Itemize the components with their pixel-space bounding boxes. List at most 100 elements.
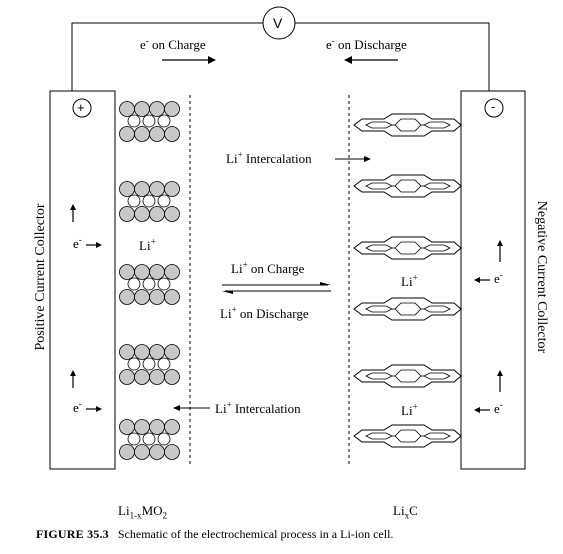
- lithium-ion: [157, 432, 171, 446]
- cathode-intercalation-label: Li+ Intercalation: [215, 399, 301, 416]
- graphene-sheet: [353, 364, 462, 388]
- cathode-lattice: [119, 101, 180, 460]
- electron-charge-label: e- on Charge: [140, 35, 206, 52]
- electron-up-arrow-head: [70, 204, 76, 210]
- external-circuit-wire: [71, 22, 490, 91]
- caption-text: Schematic of the electrochemical process…: [117, 527, 394, 541]
- metal-oxide-atom: [149, 289, 165, 305]
- lithium-ion: [127, 114, 141, 128]
- graphene-sheet: [353, 424, 462, 448]
- metal-oxide-atom: [134, 344, 150, 360]
- positive-current-collector: [49, 90, 116, 470]
- lithium-ion: [142, 194, 156, 208]
- anode-intercalation-arrowhead: [364, 156, 371, 162]
- electron-left-arrow-head: [474, 407, 480, 413]
- metal-oxide-atom: [119, 126, 135, 142]
- graphene-outline: [353, 424, 462, 448]
- metal-oxide-atom: [119, 206, 135, 222]
- cathode-formula: Li1-xMO2: [118, 503, 168, 521]
- figure-caption: FIGURE 35.3 Schematic of the electrochem…: [36, 527, 393, 542]
- electron-up-arrow-head: [497, 370, 503, 376]
- positive-terminal-sign: +: [77, 100, 85, 115]
- positive-terminal: [72, 98, 92, 118]
- metal-oxide-atom: [119, 181, 135, 197]
- metal-oxide-atom: [149, 101, 165, 117]
- electron-up-arrow-head: [497, 240, 503, 246]
- graphene-ring: [423, 182, 451, 190]
- ion-charge-label: Li+ on Charge: [231, 259, 305, 276]
- lithium-ion: [157, 277, 171, 291]
- graphene-outline: [353, 174, 462, 198]
- graphene-outline: [353, 297, 462, 321]
- charge-arrowhead: [208, 56, 216, 64]
- metal-oxide-atom: [119, 344, 135, 360]
- graphene-outline: [353, 236, 462, 260]
- ion-discharge-label: Li+ on Discharge: [220, 304, 309, 321]
- graphene-sheet: [353, 236, 462, 260]
- metal-oxide-atom: [134, 289, 150, 305]
- lithium-ion: [142, 432, 156, 446]
- negative-terminal-sign: -: [491, 99, 496, 114]
- graphene-ring: [423, 305, 451, 313]
- metal-oxide-atom: [164, 101, 180, 117]
- metal-oxide-atom: [164, 264, 180, 280]
- graphene-outline: [353, 113, 462, 137]
- li-ion-label-cathode: Li+: [139, 236, 156, 253]
- metal-oxide-atom: [164, 444, 180, 460]
- metal-oxide-atom: [149, 181, 165, 197]
- metal-oxide-atom: [164, 126, 180, 142]
- lithium-ion: [157, 114, 171, 128]
- lithium-ion: [142, 357, 156, 371]
- lithium-ion: [127, 194, 141, 208]
- anode-graphite-layers: [353, 113, 462, 448]
- metal-oxide-atom: [149, 126, 165, 142]
- graphene-sheet: [353, 297, 462, 321]
- metal-oxide-atom: [119, 101, 135, 117]
- metal-oxide-atom: [164, 181, 180, 197]
- lithium-ion: [127, 432, 141, 446]
- metal-oxide-atom: [164, 206, 180, 222]
- metal-oxide-atom: [149, 344, 165, 360]
- voltmeter-label: V: [273, 15, 283, 31]
- graphene-sheet: [353, 174, 462, 198]
- metal-oxide-atom: [119, 264, 135, 280]
- graphene-outline: [353, 364, 462, 388]
- metal-oxide-atom: [134, 206, 150, 222]
- metal-oxide-atom: [134, 126, 150, 142]
- lithium-ion: [127, 277, 141, 291]
- electron-discharge-label: e- on Discharge: [326, 35, 407, 52]
- figure-number: FIGURE 35.3: [36, 527, 109, 541]
- graphene-ring: [423, 244, 451, 252]
- negative-current-collector: [460, 90, 526, 470]
- electron-up-arrow-head: [70, 370, 76, 376]
- lithium-ion: [142, 114, 156, 128]
- metal-oxide-atom: [149, 419, 165, 435]
- metal-oxide-atom: [134, 101, 150, 117]
- metal-oxide-atom: [134, 181, 150, 197]
- positive-collector-label: Positive Current Collector: [33, 203, 48, 351]
- metal-oxide-atom: [119, 419, 135, 435]
- metal-oxide-atom: [164, 419, 180, 435]
- metal-oxide-atom: [134, 419, 150, 435]
- lithium-ion: [127, 357, 141, 371]
- graphene-ring: [423, 121, 451, 129]
- metal-oxide-atom: [149, 369, 165, 385]
- electron-arrows: [70, 204, 503, 413]
- metal-oxide-atom: [149, 444, 165, 460]
- metal-oxide-atom: [119, 289, 135, 305]
- anode-formula: LixC: [393, 503, 418, 521]
- metal-oxide-atom: [164, 369, 180, 385]
- metal-oxide-atom: [164, 289, 180, 305]
- graphene-ring: [423, 432, 451, 440]
- electron-label-pos-upper: e-: [73, 234, 82, 251]
- metal-oxide-atom: [149, 264, 165, 280]
- graphene-sheet: [353, 113, 462, 137]
- electron-right-arrow-head: [96, 406, 102, 412]
- electron-left-arrow-head: [474, 277, 480, 283]
- metal-oxide-atom: [134, 369, 150, 385]
- lithium-ion: [157, 357, 171, 371]
- metal-oxide-atom: [134, 444, 150, 460]
- electron-label-pos-lower: e-: [73, 398, 82, 415]
